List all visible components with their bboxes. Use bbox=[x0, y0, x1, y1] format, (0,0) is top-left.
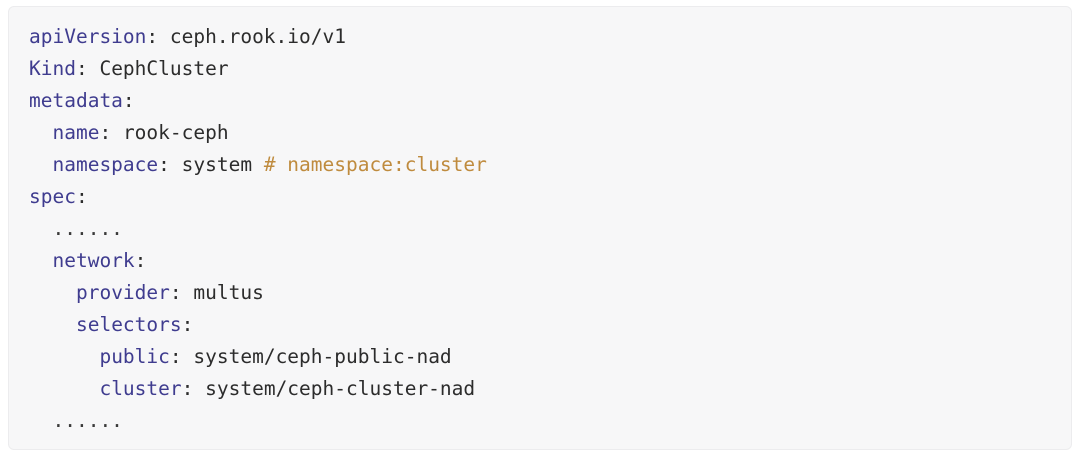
code-value: rook-ceph bbox=[122, 121, 229, 144]
line-metadata: metadata: bbox=[29, 85, 1051, 117]
line-spec-ellipsis-bottom: ...... bbox=[29, 405, 1051, 437]
code-key: namespace bbox=[52, 153, 159, 176]
code-punctuation: : bbox=[181, 313, 194, 336]
line-network: network: bbox=[29, 245, 1051, 277]
code-punctuation: : bbox=[75, 57, 100, 80]
code-key: spec bbox=[29, 185, 76, 208]
code-punctuation: : bbox=[134, 249, 147, 272]
code-key: metadata bbox=[29, 89, 123, 112]
line-selectors-cluster: cluster: system/ceph-cluster-nad bbox=[29, 373, 1051, 405]
code-value: ceph.rook.io/v1 bbox=[169, 25, 346, 48]
code-indent bbox=[29, 345, 99, 368]
code-indent bbox=[29, 153, 52, 176]
code-punctuation: : bbox=[146, 25, 170, 48]
code-key: name bbox=[52, 121, 100, 144]
code-indent bbox=[29, 281, 76, 304]
code-punctuation: : bbox=[181, 377, 206, 400]
code-punctuation: : bbox=[99, 121, 123, 144]
code-punctuation: : bbox=[122, 89, 135, 112]
code-ellipsis: ...... bbox=[52, 217, 123, 240]
code-key: cluster bbox=[99, 377, 182, 400]
line-metadata-name: name: rook-ceph bbox=[29, 117, 1051, 149]
code-value: system/ceph-cluster-nad bbox=[205, 377, 476, 400]
code-indent bbox=[29, 121, 52, 144]
code-indent bbox=[29, 249, 52, 272]
code-indent bbox=[29, 377, 99, 400]
code-value: multus bbox=[193, 281, 264, 304]
code-key: Kind bbox=[29, 57, 76, 80]
line-network-selectors: selectors: bbox=[29, 309, 1051, 341]
line-spec-ellipsis-top: ...... bbox=[29, 213, 1051, 245]
code-value: system bbox=[181, 153, 264, 176]
code-punctuation: : bbox=[75, 185, 88, 208]
line-metadata-namespace: namespace: system # namespace:cluster bbox=[29, 149, 1051, 181]
code-key: network bbox=[52, 249, 135, 272]
line-spec: spec: bbox=[29, 181, 1051, 213]
code-ellipsis: ...... bbox=[52, 409, 123, 432]
line-apiversion: apiVersion: ceph.rook.io/v1 bbox=[29, 21, 1051, 53]
code-indent bbox=[29, 217, 52, 240]
line-network-provider: provider: multus bbox=[29, 277, 1051, 309]
code-punctuation: : bbox=[169, 281, 194, 304]
code-indent bbox=[29, 409, 52, 432]
code-punctuation: : bbox=[158, 153, 182, 176]
code-indent bbox=[29, 313, 76, 336]
code-key: apiVersion bbox=[29, 25, 147, 48]
code-key: public bbox=[99, 345, 170, 368]
code-key: provider bbox=[75, 281, 170, 304]
code-key: selectors bbox=[75, 313, 182, 336]
line-kind: Kind: CephCluster bbox=[29, 53, 1051, 85]
line-selectors-public: public: system/ceph-public-nad bbox=[29, 341, 1051, 373]
code-comment: # namespace:cluster bbox=[263, 153, 487, 176]
code-value: system/ceph-public-nad bbox=[193, 345, 452, 368]
code-value: CephCluster bbox=[99, 57, 229, 80]
code-punctuation: : bbox=[169, 345, 194, 368]
